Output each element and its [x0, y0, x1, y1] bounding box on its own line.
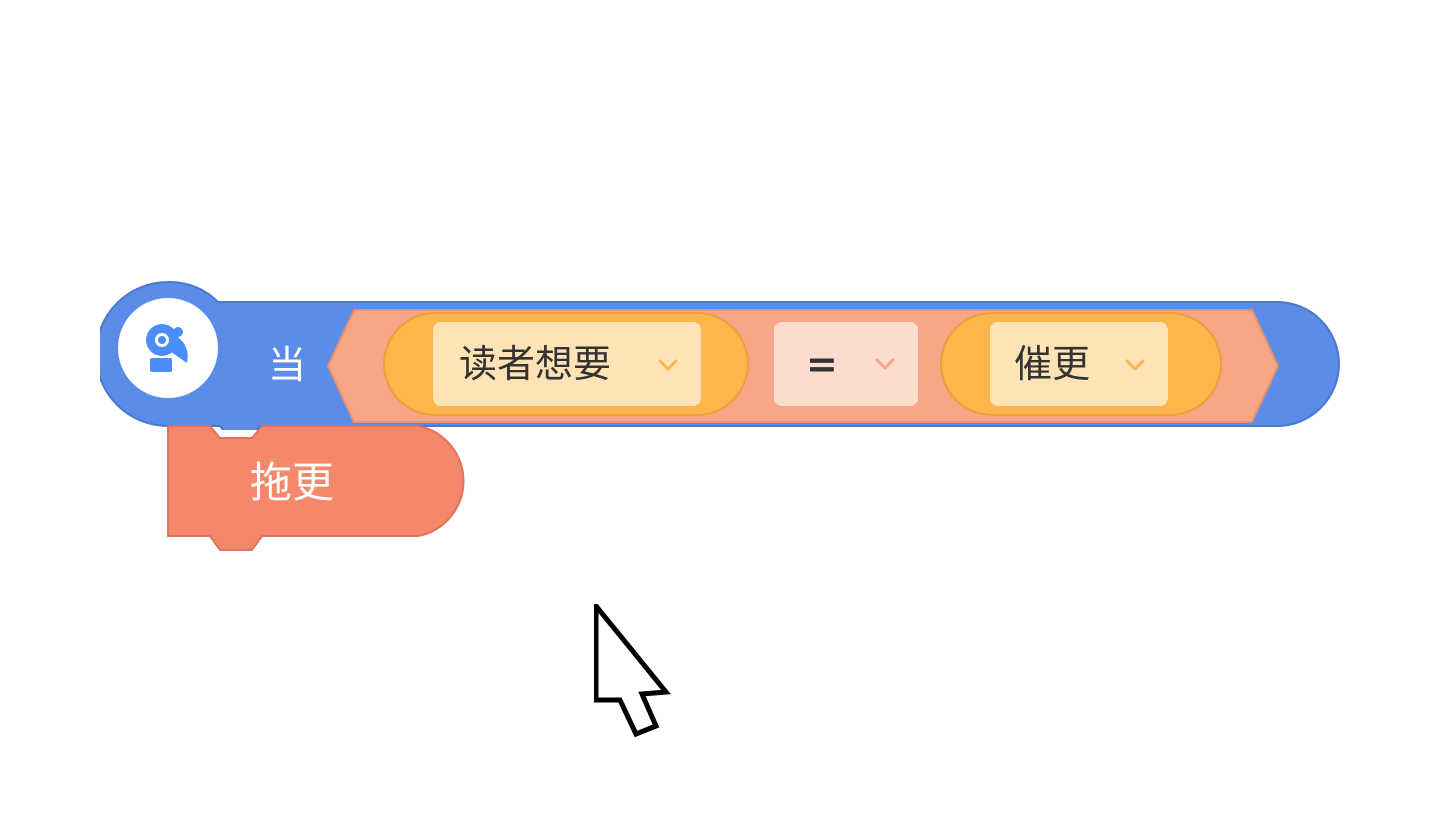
- operator-value: =: [806, 342, 838, 386]
- action-label: 拖更: [250, 458, 335, 507]
- chevron-down-icon: [658, 359, 678, 371]
- when-label: 当: [268, 343, 307, 387]
- right-reporter-block[interactable]: 催更: [940, 312, 1222, 416]
- broadcast-icon-badge: [118, 298, 218, 398]
- urge-update-dropdown[interactable]: 催更: [990, 322, 1168, 406]
- action-block-shape: [167, 425, 465, 551]
- operator-dropdown[interactable]: =: [774, 322, 918, 406]
- when-event-block[interactable]: 当 读者想要 = 催更: [95, 280, 1342, 439]
- satellite-dish-icon: [146, 324, 188, 372]
- mouse-pointer-icon: [594, 604, 671, 738]
- reader-wants-value: 读者想要: [459, 342, 612, 386]
- urge-update-value: 催更: [1014, 342, 1091, 386]
- left-reporter-block[interactable]: 读者想要: [383, 312, 749, 416]
- chevron-down-icon: [1125, 359, 1145, 371]
- chevron-down-icon: [875, 358, 895, 370]
- reader-wants-dropdown[interactable]: 读者想要: [433, 322, 701, 406]
- procrastinate-action-block[interactable]: 拖更: [166, 424, 480, 558]
